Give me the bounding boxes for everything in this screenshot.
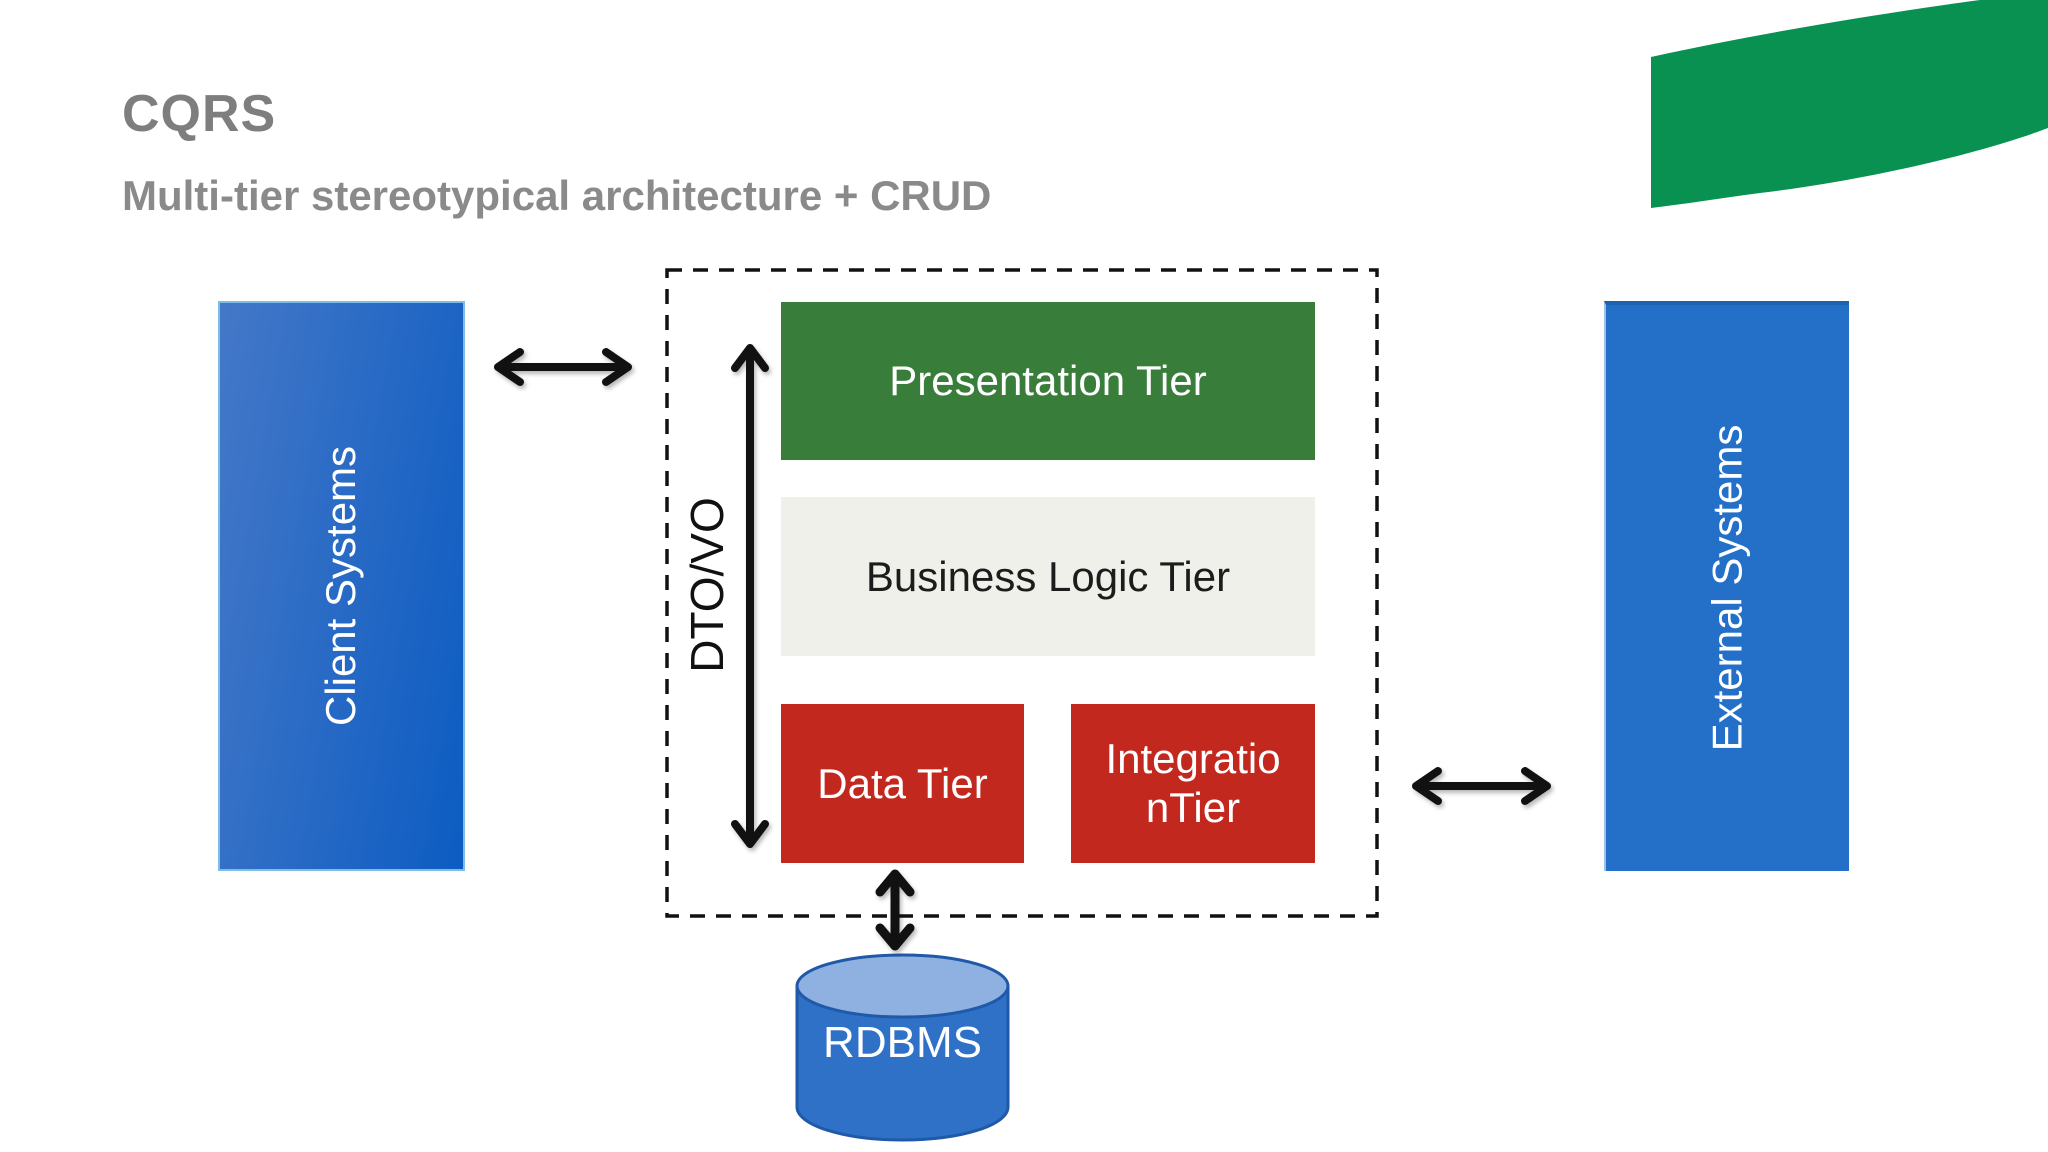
presentation-tier-label: Presentation Tier	[889, 357, 1207, 404]
external-systems-node: External Systems	[1604, 301, 1849, 871]
rdbms-label: RDBMS	[823, 1018, 982, 1067]
integration-tier-label-line1: Integratio	[1105, 735, 1281, 783]
integration-tier-node: Integratio nTier	[1071, 704, 1315, 863]
rdbms-cylinder	[795, 953, 1010, 1142]
page-title: CQRS	[122, 85, 277, 143]
data-tier-node: Data Tier	[781, 704, 1024, 863]
business-logic-tier-node: Business Logic Tier	[781, 497, 1315, 656]
dto-vo-double-arrow	[731, 344, 769, 848]
external-systems-label: External Systems	[1703, 424, 1751, 752]
data-tier-label: Data Tier	[817, 759, 988, 807]
brand-ribbon-icon	[1651, 0, 2048, 208]
page-subtitle: Multi-tier stereotypical architecture + …	[122, 172, 992, 219]
client-to-app-double-arrow	[494, 348, 632, 386]
client-systems-label: Client Systems	[317, 445, 365, 727]
presentation-tier-node: Presentation Tier	[781, 302, 1315, 460]
dto-vo-label: DTO/VO	[681, 497, 734, 673]
client-systems-node: Client Systems	[218, 301, 465, 871]
app-to-external-double-arrow	[1412, 767, 1551, 805]
data-to-rdbms-double-arrow	[875, 869, 915, 951]
business-logic-tier-label: Business Logic Tier	[865, 552, 1231, 600]
integration-tier-label-line2: nTier	[1145, 783, 1241, 831]
